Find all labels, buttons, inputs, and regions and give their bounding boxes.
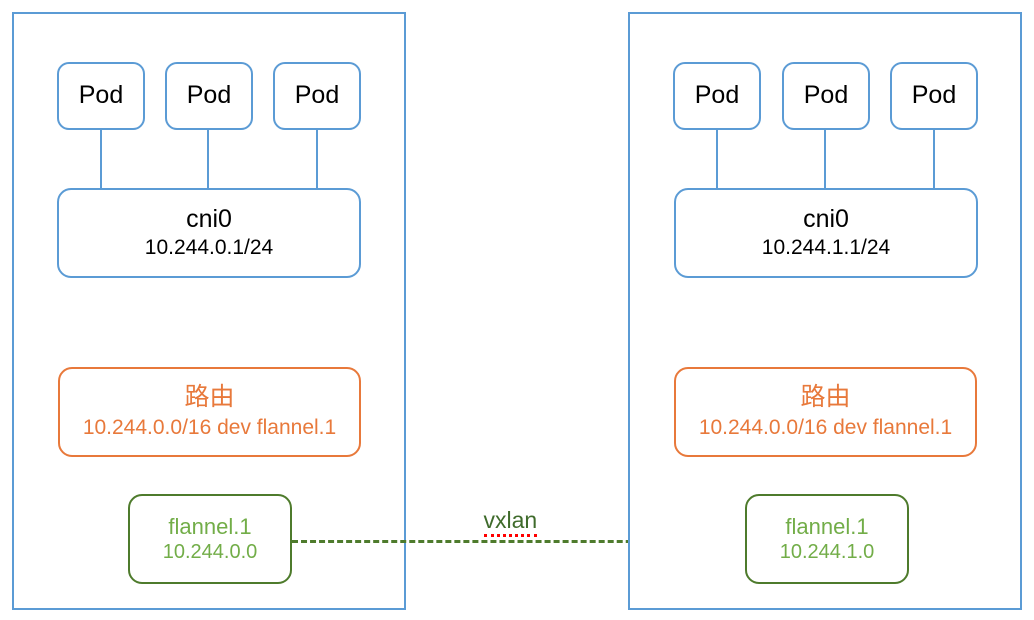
route-entry: 10.244.0.0/16 dev flannel.1	[698, 415, 953, 439]
cni0-cidr: 10.244.1.1/24	[761, 236, 891, 260]
pod-box-right-1[interactable]: Pod	[673, 62, 761, 130]
cni0-box-left[interactable]: cni0 10.244.0.1/24	[57, 188, 361, 278]
cni0-cidr: 10.244.0.1/24	[144, 236, 274, 260]
route-box-left[interactable]: 路由 10.244.0.0/16 dev flannel.1	[58, 367, 361, 457]
vxlan-label-text: vxlan	[483, 507, 538, 537]
pod-label: Pod	[78, 81, 124, 110]
flannel-box-right[interactable]: flannel.1 10.244.1.0	[745, 494, 909, 584]
flannel-name: flannel.1	[168, 513, 252, 539]
pod-box-left-2[interactable]: Pod	[165, 62, 253, 130]
vxlan-dashed-link	[292, 540, 749, 543]
flannel-address: 10.244.0.0	[162, 540, 258, 563]
connector-pod1-cni0-right	[716, 128, 718, 190]
vxlan-link-label: vxlan	[483, 507, 538, 537]
connector-pod3-cni0-right	[933, 128, 935, 190]
route-title: 路由	[800, 383, 851, 412]
pod-box-right-3[interactable]: Pod	[890, 62, 978, 130]
pod-label: Pod	[911, 81, 957, 110]
pod-box-left-3[interactable]: Pod	[273, 62, 361, 130]
pod-label: Pod	[803, 81, 849, 110]
connector-pod1-cni0-left	[100, 128, 102, 190]
pod-box-right-2[interactable]: Pod	[782, 62, 870, 130]
connector-pod2-cni0-right	[824, 128, 826, 190]
cni0-name: cni0	[803, 204, 849, 233]
pod-label: Pod	[694, 81, 740, 110]
connector-pod2-cni0-left	[207, 128, 209, 190]
route-box-right[interactable]: 路由 10.244.0.0/16 dev flannel.1	[674, 367, 977, 457]
route-title: 路由	[184, 383, 235, 412]
connector-pod3-cni0-left	[316, 128, 318, 190]
cni0-name: cni0	[186, 204, 232, 233]
pod-label: Pod	[186, 81, 232, 110]
route-entry: 10.244.0.0/16 dev flannel.1	[82, 415, 337, 439]
cni0-box-right[interactable]: cni0 10.244.1.1/24	[674, 188, 978, 278]
flannel-name: flannel.1	[785, 513, 869, 539]
flannel-box-left[interactable]: flannel.1 10.244.0.0	[128, 494, 292, 584]
pod-label: Pod	[294, 81, 340, 110]
pod-box-left-1[interactable]: Pod	[57, 62, 145, 130]
flannel-address: 10.244.1.0	[779, 540, 875, 563]
